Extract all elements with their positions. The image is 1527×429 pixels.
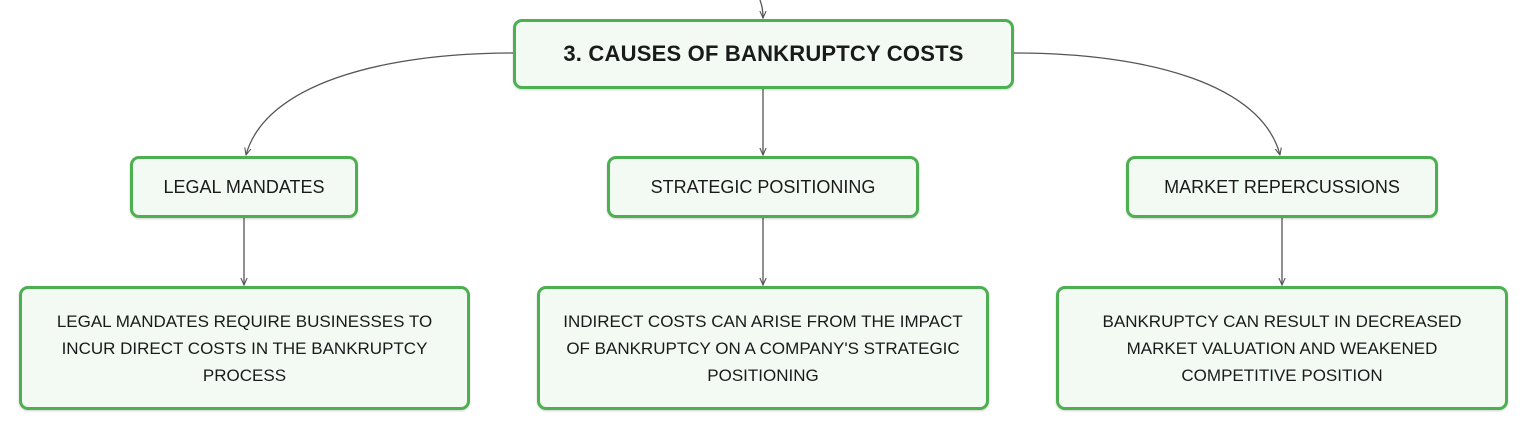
branch-node-label: STRATEGIC POSITIONING	[650, 176, 876, 197]
detail-node-text: INDIRECT COSTS CAN ARISE FROM THE IMPACT…	[563, 311, 963, 385]
connector-root-to-legal	[246, 52, 514, 155]
detail-node-text: BANKRUPTCY CAN RESULT IN DECREASED MARKE…	[1102, 311, 1462, 385]
branch-node-market-repercussions[interactable]: MARKET REPERCUSSIONS	[1126, 156, 1438, 218]
detail-node-legal-mandates[interactable]: LEGAL MANDATES REQUIRE BUSINESSES TO INC…	[19, 286, 470, 410]
detail-node-market-repercussions[interactable]: BANKRUPTCY CAN RESULT IN DECREASED MARKE…	[1056, 286, 1508, 410]
branch-node-label: LEGAL MANDATES	[163, 176, 325, 197]
branch-node-label: MARKET REPERCUSSIONS	[1164, 176, 1400, 197]
branch-node-strategic-positioning[interactable]: STRATEGIC POSITIONING	[607, 156, 919, 218]
detail-node-strategic-positioning[interactable]: INDIRECT COSTS CAN ARISE FROM THE IMPACT…	[537, 286, 989, 410]
detail-node-text: LEGAL MANDATES REQUIRE BUSINESSES TO INC…	[56, 311, 433, 385]
root-node[interactable]: 3. CAUSES OF BANKRUPTCY COSTS	[513, 19, 1014, 89]
connector-root-to-market	[1013, 52, 1280, 155]
branch-node-legal-mandates[interactable]: LEGAL MANDATES	[130, 156, 358, 218]
root-node-label: 3. CAUSES OF BANKRUPTCY COSTS	[563, 41, 964, 66]
incoming-connector	[760, 0, 763, 18]
